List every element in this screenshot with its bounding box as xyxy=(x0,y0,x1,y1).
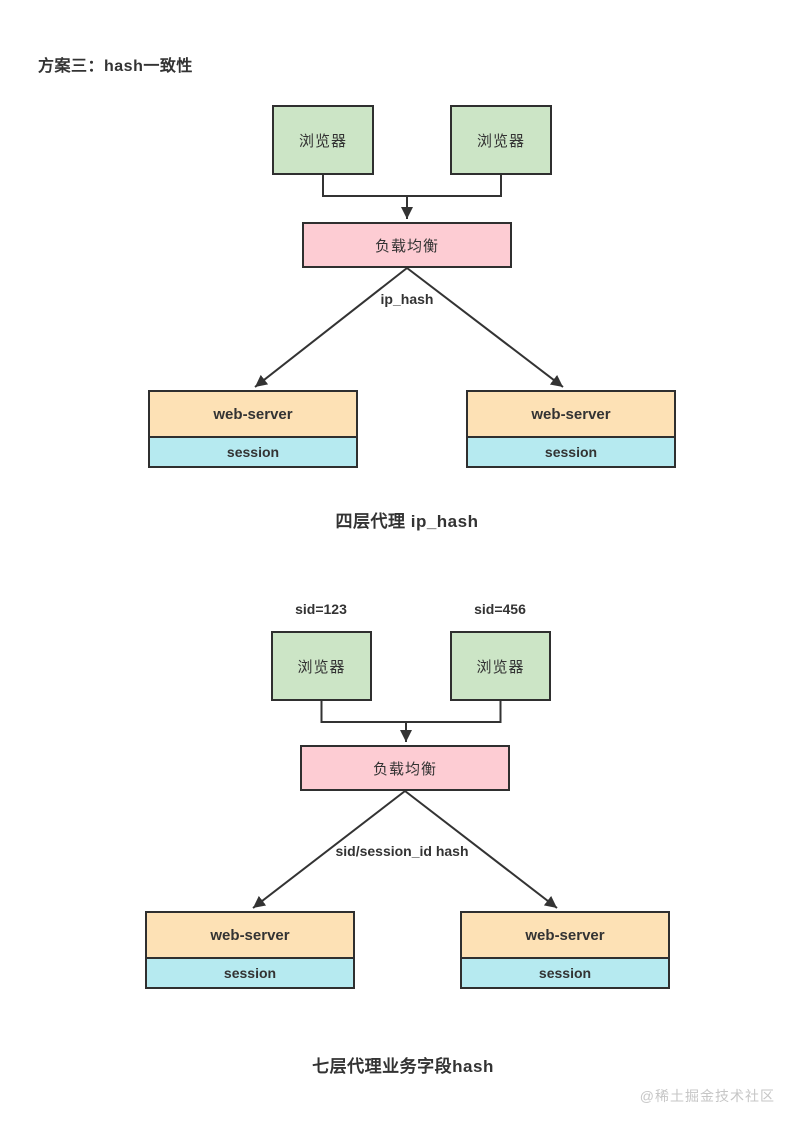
d1-server-2-title: web-server xyxy=(468,392,674,438)
d1-browser-2-label: 浏览器 xyxy=(476,132,525,150)
d1-arrow-right xyxy=(406,267,564,388)
d1-server-2: web-server session xyxy=(466,390,676,468)
d2-hash-label: sid/session_id hash xyxy=(335,843,469,859)
watermark: @稀土掘金技术社区 xyxy=(639,1088,775,1104)
d2-browser-1: 浏览器 xyxy=(271,631,372,701)
d2-browser-2: 浏览器 xyxy=(450,631,551,701)
d1-server-1: web-server session xyxy=(148,390,358,468)
d2-caption: 七层代理业务字段hash xyxy=(312,1057,494,1076)
d1-hash-label: ip_hash xyxy=(380,291,434,307)
d2-sid-2: sid=456 xyxy=(474,601,526,617)
d1-load-balancer: 负载均衡 xyxy=(302,222,512,268)
d2-load-balancer-label: 负载均衡 xyxy=(372,760,437,778)
d2-merge-line xyxy=(320,701,502,723)
d2-browser-1-label: 浏览器 xyxy=(297,658,346,676)
d1-browser-1: 浏览器 xyxy=(272,105,374,175)
d2-server-1: web-server session xyxy=(145,911,355,989)
d2-server-2-session: session xyxy=(462,959,668,987)
d2-server-2: web-server session xyxy=(460,911,670,989)
d2-server-1-session: session xyxy=(147,959,353,987)
page-title: 方案三：hash一致性 xyxy=(38,58,193,75)
d1-server-1-title: web-server xyxy=(150,392,356,438)
d1-merge-line xyxy=(322,175,502,197)
d1-caption: 四层代理 ip_hash xyxy=(335,512,479,531)
d2-server-1-title: web-server xyxy=(147,913,353,959)
d2-load-balancer: 负载均衡 xyxy=(300,745,510,791)
d1-browser-2: 浏览器 xyxy=(450,105,552,175)
d1-server-2-session: session xyxy=(468,438,674,466)
d2-server-2-title: web-server xyxy=(462,913,668,959)
d1-load-balancer-label: 负载均衡 xyxy=(374,237,439,255)
d1-browser-1-label: 浏览器 xyxy=(298,132,347,150)
d2-browser-2-label: 浏览器 xyxy=(476,658,525,676)
d1-server-1-session: session xyxy=(150,438,356,466)
d2-sid-1: sid=123 xyxy=(295,601,347,617)
d1-arrow-left xyxy=(254,267,408,388)
